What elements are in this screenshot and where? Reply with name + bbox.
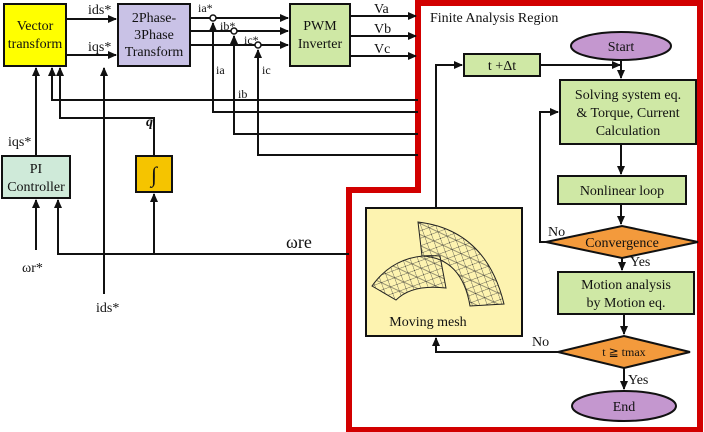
vector-transform-label: Vector	[17, 19, 54, 34]
pi-controller-label-2: Controller	[7, 180, 65, 195]
omega-r-label: ωr*	[22, 261, 43, 276]
solving-label-1: Solving system eq.	[575, 88, 681, 103]
sum-junction-b	[230, 27, 238, 35]
ib-label: ib	[238, 87, 247, 101]
sum-junction-a	[209, 14, 217, 22]
end-label: End	[613, 400, 636, 415]
ic-star-label: ic*	[244, 33, 259, 47]
mesh-graphic	[371, 221, 505, 307]
convergence-label: Convergence	[585, 236, 659, 251]
finite-analysis-region-border	[346, 0, 703, 432]
yes-label-time-check: Yes	[628, 373, 648, 388]
moving-mesh-label: Moving mesh	[389, 315, 466, 330]
pwm-inverter-label-1: PWM	[303, 19, 337, 34]
phase-transform-label-3: Transform	[125, 45, 184, 60]
solving-label-2: & Torque, Current	[576, 106, 679, 121]
motion-label-2: by Motion eq.	[587, 296, 666, 311]
ia-star-label: ia*	[198, 1, 213, 15]
q-label: q	[146, 115, 153, 130]
end-oval	[571, 390, 677, 422]
yes-label-convergence: Yes	[630, 255, 650, 270]
convergence-diamond	[545, 224, 699, 260]
no-label-convergence: No	[548, 225, 565, 240]
integrator-symbol: ∫	[149, 162, 159, 188]
motion-block	[557, 271, 695, 315]
vc-label: Vc	[374, 42, 390, 57]
pi-controller-block	[1, 155, 71, 199]
ids-star-label: ids*	[88, 3, 111, 18]
ids-bottom-label: ids*	[96, 301, 119, 316]
pwm-inverter-label-2: Inverter	[298, 37, 343, 52]
no-label-time-check: No	[532, 335, 549, 350]
vector-transform-block	[3, 3, 67, 67]
iqs-star-label: iqs*	[88, 40, 111, 55]
phase-transform-label-1: 2Phase-	[132, 11, 177, 26]
vector-transform-label-2: transform	[8, 37, 63, 52]
va-label: Va	[374, 2, 390, 17]
region-title: Finite Analysis Region	[430, 11, 558, 26]
sum-junction-c	[254, 41, 262, 49]
solving-label-3: Calculation	[596, 124, 661, 139]
solving-block	[559, 79, 697, 145]
omega-re-label: ωre	[286, 232, 312, 252]
ia-label: ia	[216, 63, 225, 77]
start-label: Start	[608, 40, 635, 55]
phase-transform-label-2: 3Phase	[134, 28, 174, 43]
ic-label: ic	[262, 63, 271, 77]
vb-label: Vb	[374, 22, 391, 37]
pwm-inverter-block	[289, 3, 351, 67]
motion-label-1: Motion analysis	[581, 278, 671, 293]
phase-transform-block	[117, 3, 191, 67]
pi-controller-label-1: PI	[30, 162, 43, 177]
time-step-label: t +Δt	[488, 59, 516, 74]
time-check-label: t ≧ tmax	[602, 345, 645, 359]
ib-star-label: ib*	[220, 19, 235, 33]
iqs-label: iqs*	[8, 135, 31, 150]
time-check-diamond	[557, 334, 691, 370]
nonlinear-label: Nonlinear loop	[580, 184, 664, 199]
